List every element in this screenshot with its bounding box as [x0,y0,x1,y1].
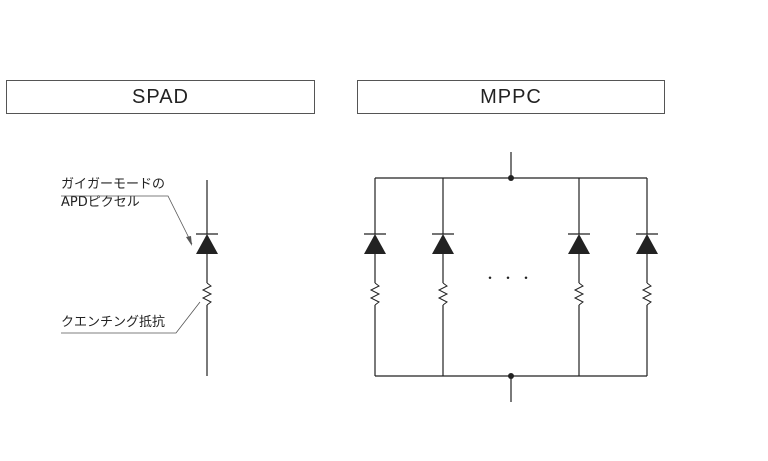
mppc-ellipsis: ・・・ [484,271,538,285]
mppc-title-box: MPPC [357,80,665,114]
mppc-pixel-branch [636,178,658,376]
mppc-circuit [364,152,658,402]
quench-leader-line [61,301,201,334]
mppc-pixel-branch [364,178,386,376]
mppc-top-node [508,175,514,181]
mppc-diode-triangle [568,234,590,254]
quenching-resistor-label: クエンチング抵抗 [61,315,166,330]
mppc-resistor-zigzag [369,282,381,306]
apd-pixel-label-line1: ガイガーモードの [61,177,166,192]
mppc-diode-triangle [432,234,454,254]
mppc-pixel-branch [568,178,590,376]
mppc-diode-triangle [636,234,658,254]
spad-diode-triangle [196,234,218,254]
apd-leader-arrowhead [186,236,192,246]
spad-resistor-zigzag [201,282,213,306]
mppc-resistor-zigzag [437,282,449,306]
spad-title: SPAD [132,85,189,108]
spad-circuit [61,180,218,376]
mppc-resistor-zigzag [641,282,653,306]
apd-leader-line [61,195,193,245]
mppc-pixel-branches [364,178,658,376]
mppc-pixel-branch [432,178,454,376]
mppc-title: MPPC [480,85,542,108]
apd-pixel-label-line2: APDピクセル [61,195,140,210]
apd-pixel-label: ガイガーモードの APDピクセル [61,176,165,212]
spad-title-box: SPAD [6,80,315,114]
mppc-resistor-zigzag [573,282,585,306]
mppc-diode-triangle [364,234,386,254]
